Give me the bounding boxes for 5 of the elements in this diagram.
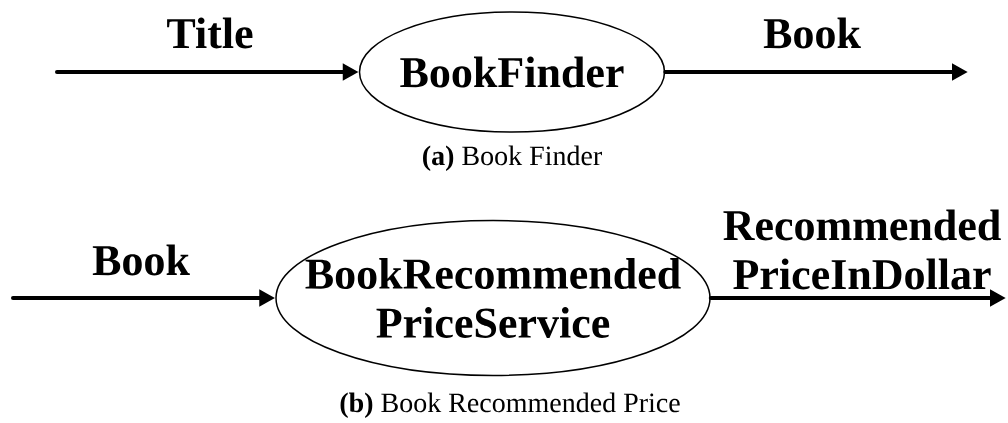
edge-label: Recommended PriceInDollar bbox=[723, 209, 1001, 290]
edge-label: Book bbox=[92, 244, 190, 276]
caption: (a) Book Finder bbox=[423, 145, 602, 171]
edge-label: Book bbox=[763, 17, 861, 49]
edge-label: Title bbox=[167, 17, 253, 49]
